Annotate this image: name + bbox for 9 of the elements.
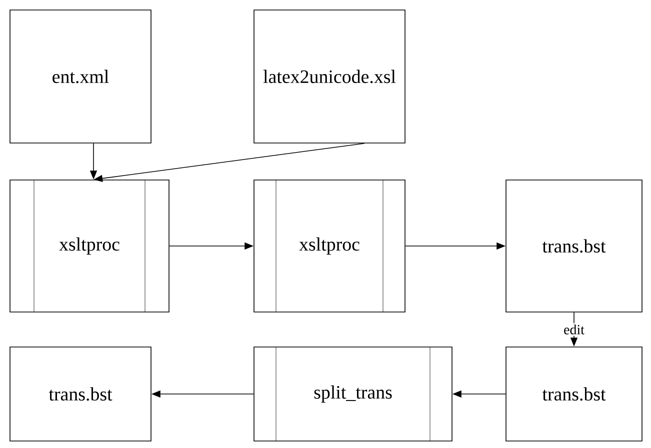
process-box: split_trans — [254, 346, 452, 442]
edge-label: edit — [562, 323, 586, 336]
file-box: trans.bst — [506, 180, 642, 312]
file-box: trans.bst — [10, 346, 152, 442]
file-box: ent.xml — [10, 10, 152, 144]
process-box: xsltproc — [254, 180, 406, 312]
file-box: trans.bst — [506, 346, 642, 442]
process-box: xsltproc — [10, 180, 170, 312]
file-box: latex2unicode.xsl — [254, 10, 406, 144]
